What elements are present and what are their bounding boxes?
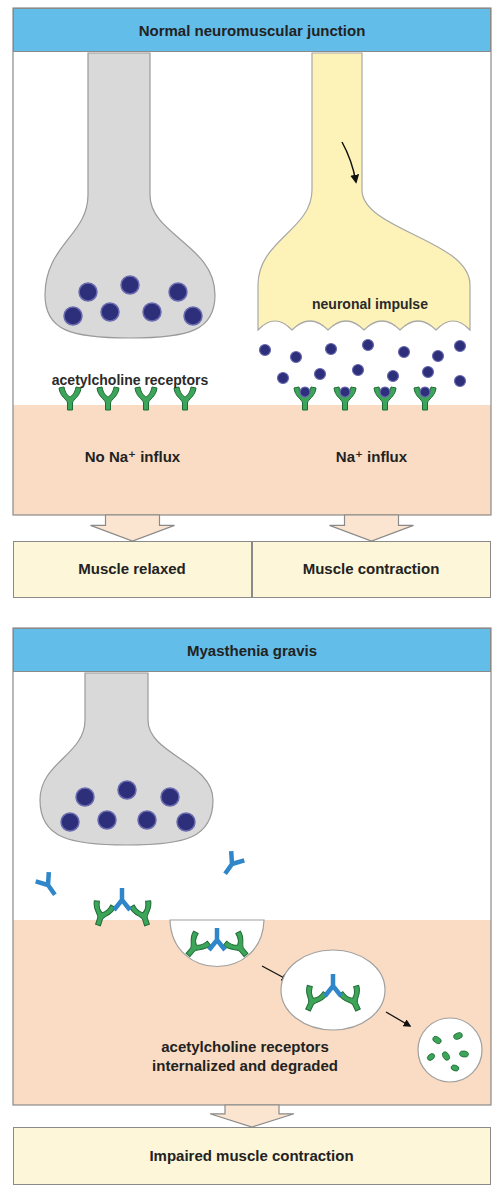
acetylcholine-molecule (363, 340, 374, 351)
receptor-fragment (441, 1051, 451, 1062)
acetylcholine-molecule (455, 376, 466, 387)
receptor-fragment (426, 1052, 436, 1061)
acetylcholine-receptor (135, 387, 157, 410)
process-arrow (386, 1012, 410, 1026)
acetylcholine-receptor (129, 900, 157, 929)
nerve-terminal (45, 53, 215, 338)
header-band: Myasthenia gravis (13, 628, 491, 672)
node-text: acetylcholine receptors internalized and… (120, 1037, 370, 1075)
panel-frame (13, 628, 491, 1105)
acetylcholine-vesicle (138, 811, 156, 829)
acetylcholine-molecule (423, 367, 434, 378)
header-band: Normal neuromuscular junction (13, 8, 491, 52)
acetylcholine-vesicle (177, 813, 195, 831)
process-label: neuronal impulse (285, 296, 455, 313)
block-arrow (91, 515, 175, 541)
acetylcholine-molecule (353, 365, 364, 376)
acetylcholine-molecule (260, 345, 271, 356)
bound-acetylcholine (300, 387, 310, 397)
outcome-box: Impaired muscle contraction (13, 1127, 491, 1185)
outcome-box: Muscle relaxed (13, 541, 252, 598)
acetylcholine-receptor (414, 387, 436, 410)
receptor-fragment (459, 1050, 469, 1057)
node-text: No Na⁺ influx (13, 447, 252, 466)
lysosome (418, 1018, 482, 1082)
impulse-arrow (342, 142, 356, 182)
muscle-region: acetylcholine receptors internalized and… (13, 920, 491, 1105)
acetylcholine-vesicle (184, 307, 202, 325)
bound-acetylcholine (380, 387, 390, 397)
acetylcholine-receptor (174, 387, 196, 410)
membrane-pocket (170, 920, 264, 967)
bound-acetylcholine (340, 387, 350, 397)
acetylcholine-receptor (338, 985, 368, 1015)
acetylcholine-vesicle (98, 811, 116, 829)
acetylcholine-receptor (334, 387, 356, 410)
acetylcholine-receptor (180, 930, 212, 962)
acetylcholine-vesicle (64, 307, 82, 325)
acetylcholine-receptor (59, 387, 81, 410)
acetylcholine-molecule (291, 352, 302, 363)
endocytic-vesicle (281, 950, 385, 1030)
antibody (209, 928, 225, 950)
bound-acetylcholine (420, 387, 430, 397)
muscle-region: No Na⁺ influx (13, 405, 252, 515)
nerve-terminal (40, 673, 213, 845)
receptor-fragment (453, 1032, 464, 1041)
muscle-region: Na⁺ influx (252, 405, 491, 515)
node-text: Impaired muscle contraction (14, 1146, 489, 1165)
node-text: Muscle contraction (253, 559, 489, 578)
acetylcholine-vesicle (161, 788, 179, 806)
node-text: Muscle relaxed (14, 559, 250, 578)
structure-label: acetylcholine receptors (25, 372, 235, 389)
acetylcholine-vesicle (79, 283, 97, 301)
acetylcholine-receptor (88, 900, 116, 929)
acetylcholine-vesicle (118, 781, 136, 799)
node-text: Myasthenia gravis (14, 641, 490, 660)
acetylcholine-molecule (326, 344, 337, 355)
acetylcholine-receptor (294, 387, 316, 410)
acetylcholine-receptor (97, 387, 119, 410)
block-arrow (330, 515, 414, 541)
block-arrow (210, 1105, 294, 1127)
node-text: Normal neuromuscular junction (14, 21, 490, 40)
antibody (325, 974, 341, 996)
acetylcholine-vesicle (143, 303, 161, 321)
antibody (36, 872, 62, 899)
acetylcholine-vesicle (101, 303, 119, 321)
panel-frame (13, 8, 491, 515)
acetylcholine-vesicle (121, 276, 139, 294)
acetylcholine-molecule (433, 351, 444, 362)
antibody (114, 888, 130, 910)
acetylcholine-vesicle (76, 788, 94, 806)
acetylcholine-molecule (388, 371, 399, 382)
outcome-box: Muscle contraction (252, 541, 491, 598)
receptor-fragment (432, 1035, 443, 1045)
acetylcholine-vesicle (61, 813, 79, 831)
node-text: Na⁺ influx (252, 447, 491, 466)
acetylcholine-molecule (278, 373, 289, 384)
receptor-fragment (450, 1064, 459, 1072)
process-arrow (262, 966, 288, 980)
acetylcholine-receptor (298, 985, 328, 1015)
antibody (219, 851, 245, 878)
nerve-terminal (258, 53, 470, 330)
acetylcholine-molecule (455, 341, 466, 352)
acetylcholine-receptor (223, 930, 255, 962)
acetylcholine-vesicle (169, 283, 187, 301)
acetylcholine-molecule (399, 347, 410, 358)
acetylcholine-receptor (374, 387, 396, 410)
acetylcholine-molecule (315, 369, 326, 380)
